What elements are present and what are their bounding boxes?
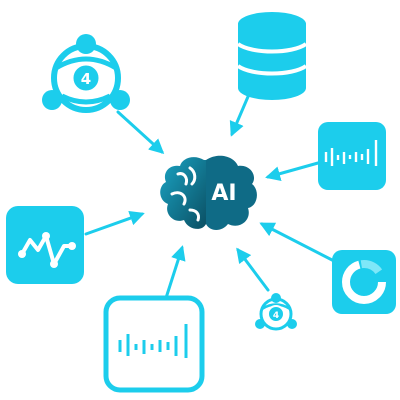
- arrow-from-chart-tile-bottom: [164, 245, 186, 300]
- line-chart-icon: [6, 206, 84, 284]
- connector-arrows: [84, 90, 338, 300]
- ai-brain-icon: AI: [160, 155, 257, 230]
- ai-label: AI: [211, 181, 236, 206]
- candlestick-chart-icon-bottom: [103, 295, 205, 393]
- brain-left-folds: [170, 166, 200, 222]
- brain-right-half: [206, 155, 257, 230]
- metatrader-large-label: 4: [81, 70, 91, 88]
- metatrader-4-icon-small: 4: [255, 293, 297, 331]
- arrow-from-metatrader-large: [116, 110, 165, 155]
- arrow-from-line-chart-tile: [84, 210, 145, 236]
- arrow-from-donut-tile: [259, 222, 338, 264]
- arrow-from-database: [229, 90, 252, 137]
- metatrader-small-label: 4: [273, 311, 279, 321]
- candlestick-chart-icon: [318, 122, 386, 190]
- donut-chart-icon: [332, 250, 396, 314]
- metatrader-4-icon: 4: [42, 34, 130, 113]
- arrow-from-metatrader-small: [236, 247, 270, 292]
- arrow-from-chart-tile-right: [265, 161, 320, 181]
- database-icon: [236, 12, 308, 100]
